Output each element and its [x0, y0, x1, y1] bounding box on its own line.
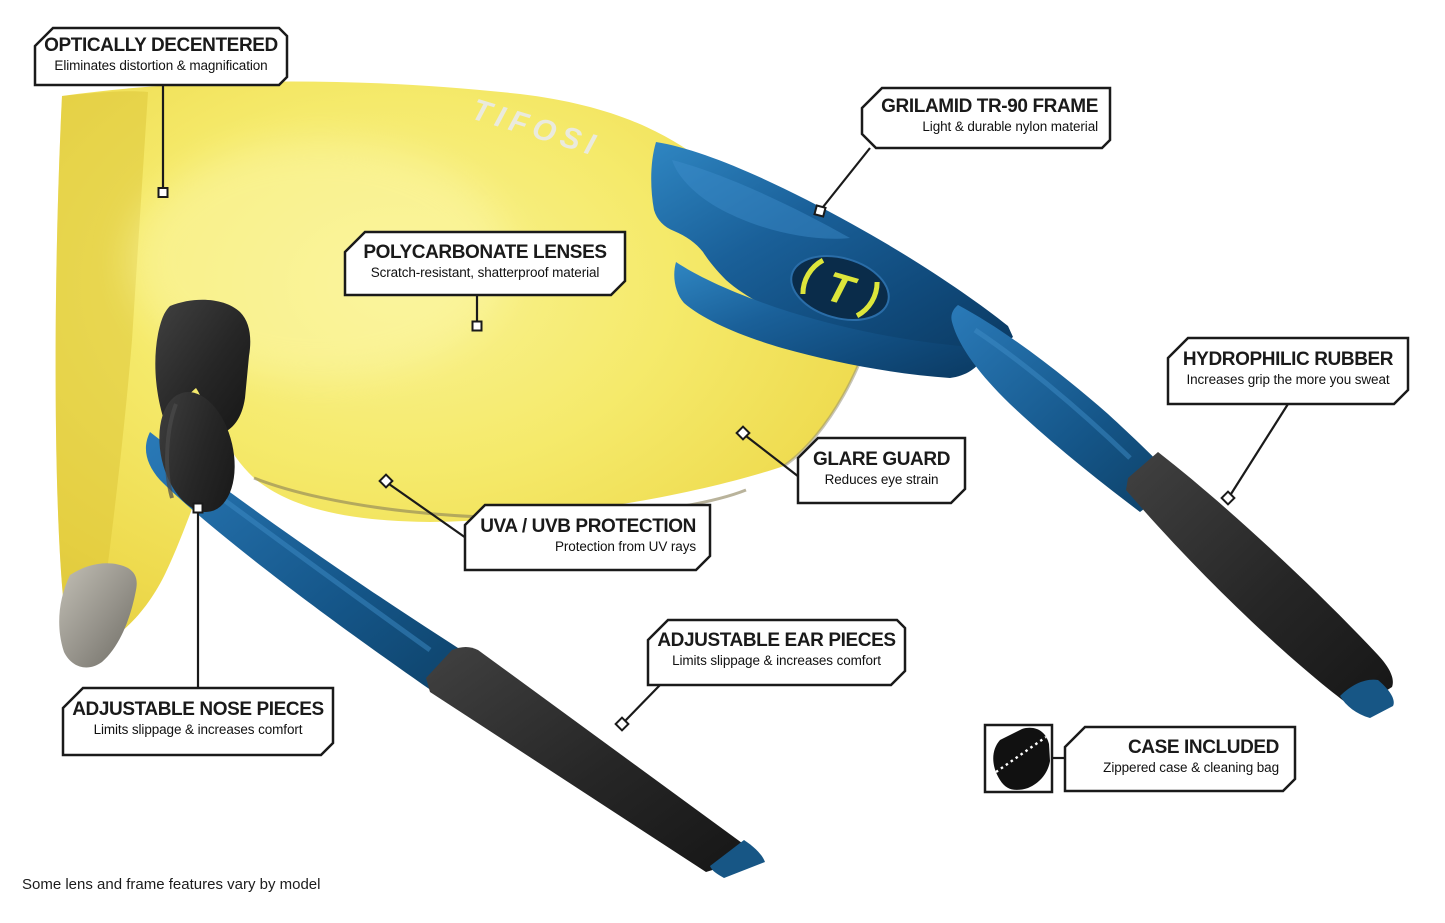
callout-title: ADJUSTABLE NOSE PIECES [72, 699, 324, 720]
callout-adjustable-nose-pieces: ADJUSTABLE NOSE PIECES Limits slippage &… [63, 688, 333, 755]
right-temple-tip-blue [1340, 679, 1394, 718]
lens-left-band [55, 91, 149, 646]
frame-logo-oval [790, 255, 890, 321]
marker-grilamid-frame [813, 204, 827, 218]
callout-subtitle: Reduces eye strain [824, 472, 939, 487]
marker-nose-pieces [192, 502, 204, 514]
sunglasses: TIFOSI T [55, 81, 1394, 878]
callout-subtitle: Limits slippage & increases comfort [672, 653, 881, 668]
box-optically-decentered [33, 26, 289, 87]
leader-grilamid-frame [822, 147, 871, 208]
callout-title: GLARE GUARD [812, 449, 951, 470]
nose-piece-pad [159, 392, 235, 512]
leader-markers [157, 187, 1236, 732]
callout-title: ADJUSTABLE EAR PIECES [657, 630, 896, 651]
callout-subtitle: Light & durable nylon material [922, 119, 1098, 134]
case-icon-zipper [995, 736, 1047, 773]
right-temple-highlight [973, 327, 1132, 460]
left-temple-tip-blue [710, 840, 765, 878]
frame-top-bar-sheen [672, 160, 850, 239]
callout-title: HYDROPHILIC RUBBER [1182, 349, 1394, 370]
frame-lower-sliver [674, 262, 984, 378]
callout-optically-decentered: OPTICALLY DECENTERED Eliminates distorti… [35, 28, 287, 85]
left-temple-rubber-sleeve [426, 647, 748, 872]
right-temple-blue [951, 305, 1178, 512]
box-uva-uvb [463, 503, 712, 572]
callout-title: GRILAMID TR-90 FRAME [881, 96, 1098, 117]
lens-edge-gray-tip [59, 563, 137, 668]
marker-polycarbonate [471, 320, 483, 332]
leader-ear-pieces [624, 684, 661, 722]
leader-glare-guard [745, 435, 800, 478]
frame-logo-badge: T [790, 255, 890, 321]
callout-title: CASE INCLUDED [1127, 737, 1279, 758]
callout-title: OPTICALLY DECENTERED [44, 35, 278, 56]
marker-ear-pieces [614, 716, 630, 732]
marker-glare-guard [735, 425, 751, 441]
callout-title: POLYCARBONATE LENSES [363, 242, 607, 263]
box-grilamid-frame [860, 86, 1112, 150]
marker-hydrophilic [1220, 490, 1236, 506]
box-case-included [1063, 725, 1297, 793]
callout-subtitle: Limits slippage & increases comfort [93, 722, 303, 737]
nose-piece [155, 299, 251, 512]
marker-uva-uvb [378, 473, 394, 489]
box-ear-pieces [646, 618, 907, 687]
right-temple-rubber-sleeve [1126, 452, 1393, 710]
frame-logo-swoosh-right [855, 281, 880, 318]
callout-hydrophilic-rubber: HYDROPHILIC RUBBER Increases grip the mo… [1168, 338, 1408, 404]
callout-uva-uvb-protection: UVA / UVB PROTECTION Protection from UV … [465, 505, 710, 570]
box-polycarbonate [343, 230, 627, 297]
footnote: Some lens and frame features vary by mod… [22, 876, 321, 893]
callout-subtitle: Increases grip the more you sweat [1186, 372, 1390, 387]
nose-piece-pad-highlight [165, 403, 178, 499]
callout-subtitle: Eliminates distortion & magnification [54, 58, 268, 73]
callout-box-outlines [33, 26, 1410, 794]
callout-glare-guard: GLARE GUARD Reduces eye strain [798, 438, 965, 503]
frame-top-bar [651, 142, 1013, 354]
callout-subtitle: Scratch-resistant, shatterproof material [370, 265, 600, 280]
callout-polycarbonate-lenses: POLYCARBONATE LENSES Scratch-resistant, … [345, 232, 625, 295]
frame-logo-swoosh-left [800, 258, 825, 295]
box-nose-pieces [61, 686, 335, 757]
leader-uva-uvb [388, 483, 467, 539]
callout-subtitle: Protection from UV rays [555, 539, 696, 554]
callout-subtitle: Zippered case & cleaning bag [1103, 760, 1279, 775]
callout-grilamid-frame: GRILAMID TR-90 FRAME Light & durable nyl… [862, 88, 1110, 148]
callout-title: UVA / UVB PROTECTION [480, 516, 696, 537]
box-glare-guard [796, 436, 967, 505]
case-icon [993, 727, 1050, 790]
callout-adjustable-ear-pieces: ADJUSTABLE EAR PIECES Limits slippage & … [648, 620, 905, 685]
leader-hydrophilic [1230, 403, 1289, 495]
callout-case-included: CASE INCLUDED Zippered case & cleaning b… [1065, 727, 1295, 791]
box-hydrophilic [1166, 336, 1410, 406]
leader-lines [161, 85, 1289, 760]
marker-optically-decentered [157, 187, 169, 198]
